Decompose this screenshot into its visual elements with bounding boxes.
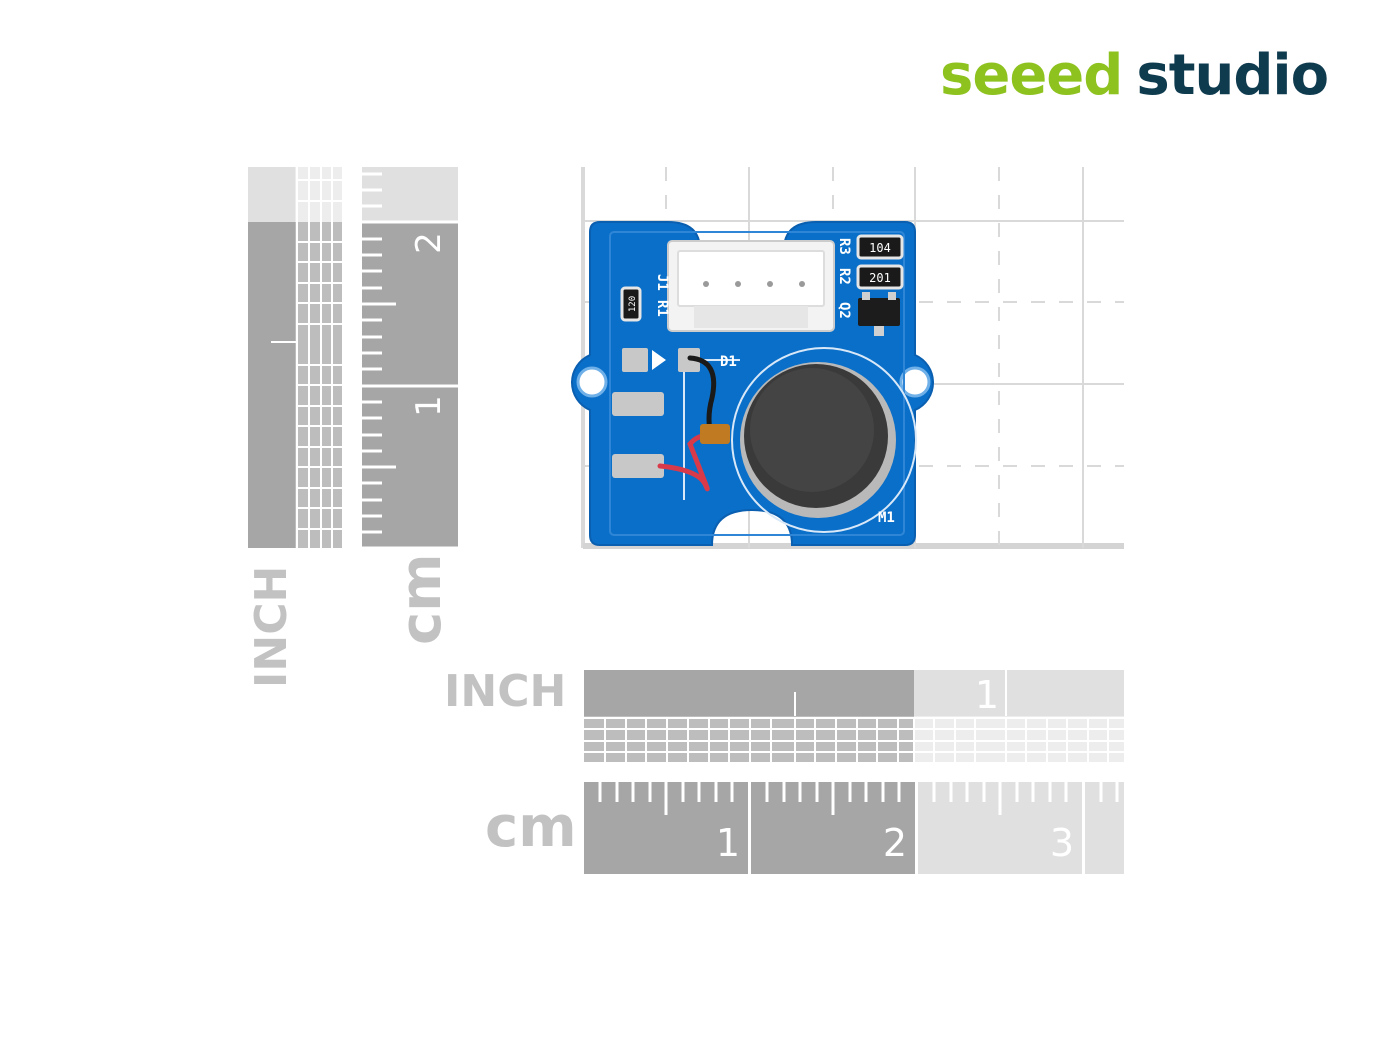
logo-word-seeed: seeed bbox=[940, 43, 1123, 108]
mounting-hole-right bbox=[899, 366, 931, 398]
silk-r2: R2 bbox=[836, 268, 852, 285]
grove-vibration-motor-board: 104 201 120 bbox=[570, 221, 935, 546]
solder-pad-top bbox=[612, 392, 664, 416]
silk-r1: R1 bbox=[654, 300, 670, 317]
horizontal-cm-ruler: 1 2 3 bbox=[584, 782, 1124, 874]
vertical-cm-number-2: 2 bbox=[409, 232, 449, 254]
resistor-code-120: 120 bbox=[628, 296, 638, 312]
vertical-inch-ruler bbox=[248, 167, 342, 548]
silk-q2: Q2 bbox=[836, 302, 852, 319]
vertical-cm-label: cm bbox=[389, 553, 454, 645]
horizontal-cm-number-1: 1 bbox=[716, 821, 740, 865]
silk-d1: D1 bbox=[720, 354, 737, 370]
vertical-inch-label: INCH bbox=[246, 565, 297, 688]
solder-pad-bottom bbox=[612, 454, 664, 478]
silk-j1: J1 bbox=[654, 274, 670, 291]
diode-d1 bbox=[622, 348, 700, 372]
horizontal-inch-label: INCH bbox=[444, 666, 567, 717]
mounting-hole-left bbox=[576, 366, 608, 398]
horizontal-inch-number-1: 1 bbox=[975, 673, 999, 717]
resistor-r1: 120 bbox=[620, 286, 642, 322]
vertical-cm-number-1: 1 bbox=[409, 395, 449, 417]
transistor-q2 bbox=[858, 292, 900, 336]
horizontal-cm-number-2: 2 bbox=[883, 821, 907, 865]
resistor-r3: 104 bbox=[856, 234, 904, 260]
resistor-code-104: 104 bbox=[869, 241, 891, 255]
horizontal-cm-label: cm bbox=[485, 795, 577, 860]
vertical-cm-ruler: 2 1 bbox=[362, 167, 458, 550]
horizontal-cm-number-3: 3 bbox=[1050, 821, 1074, 865]
logo-word-studio: studio bbox=[1136, 43, 1329, 108]
horizontal-inch-ruler: 1 bbox=[584, 670, 1124, 762]
grove-connector bbox=[667, 240, 835, 332]
silk-r3: R3 bbox=[836, 238, 852, 255]
resistor-code-201: 201 bbox=[869, 271, 891, 285]
coin-vibration-motor bbox=[700, 347, 917, 533]
resistor-r2: 201 bbox=[856, 264, 904, 290]
silk-m1: M1 bbox=[878, 510, 895, 526]
